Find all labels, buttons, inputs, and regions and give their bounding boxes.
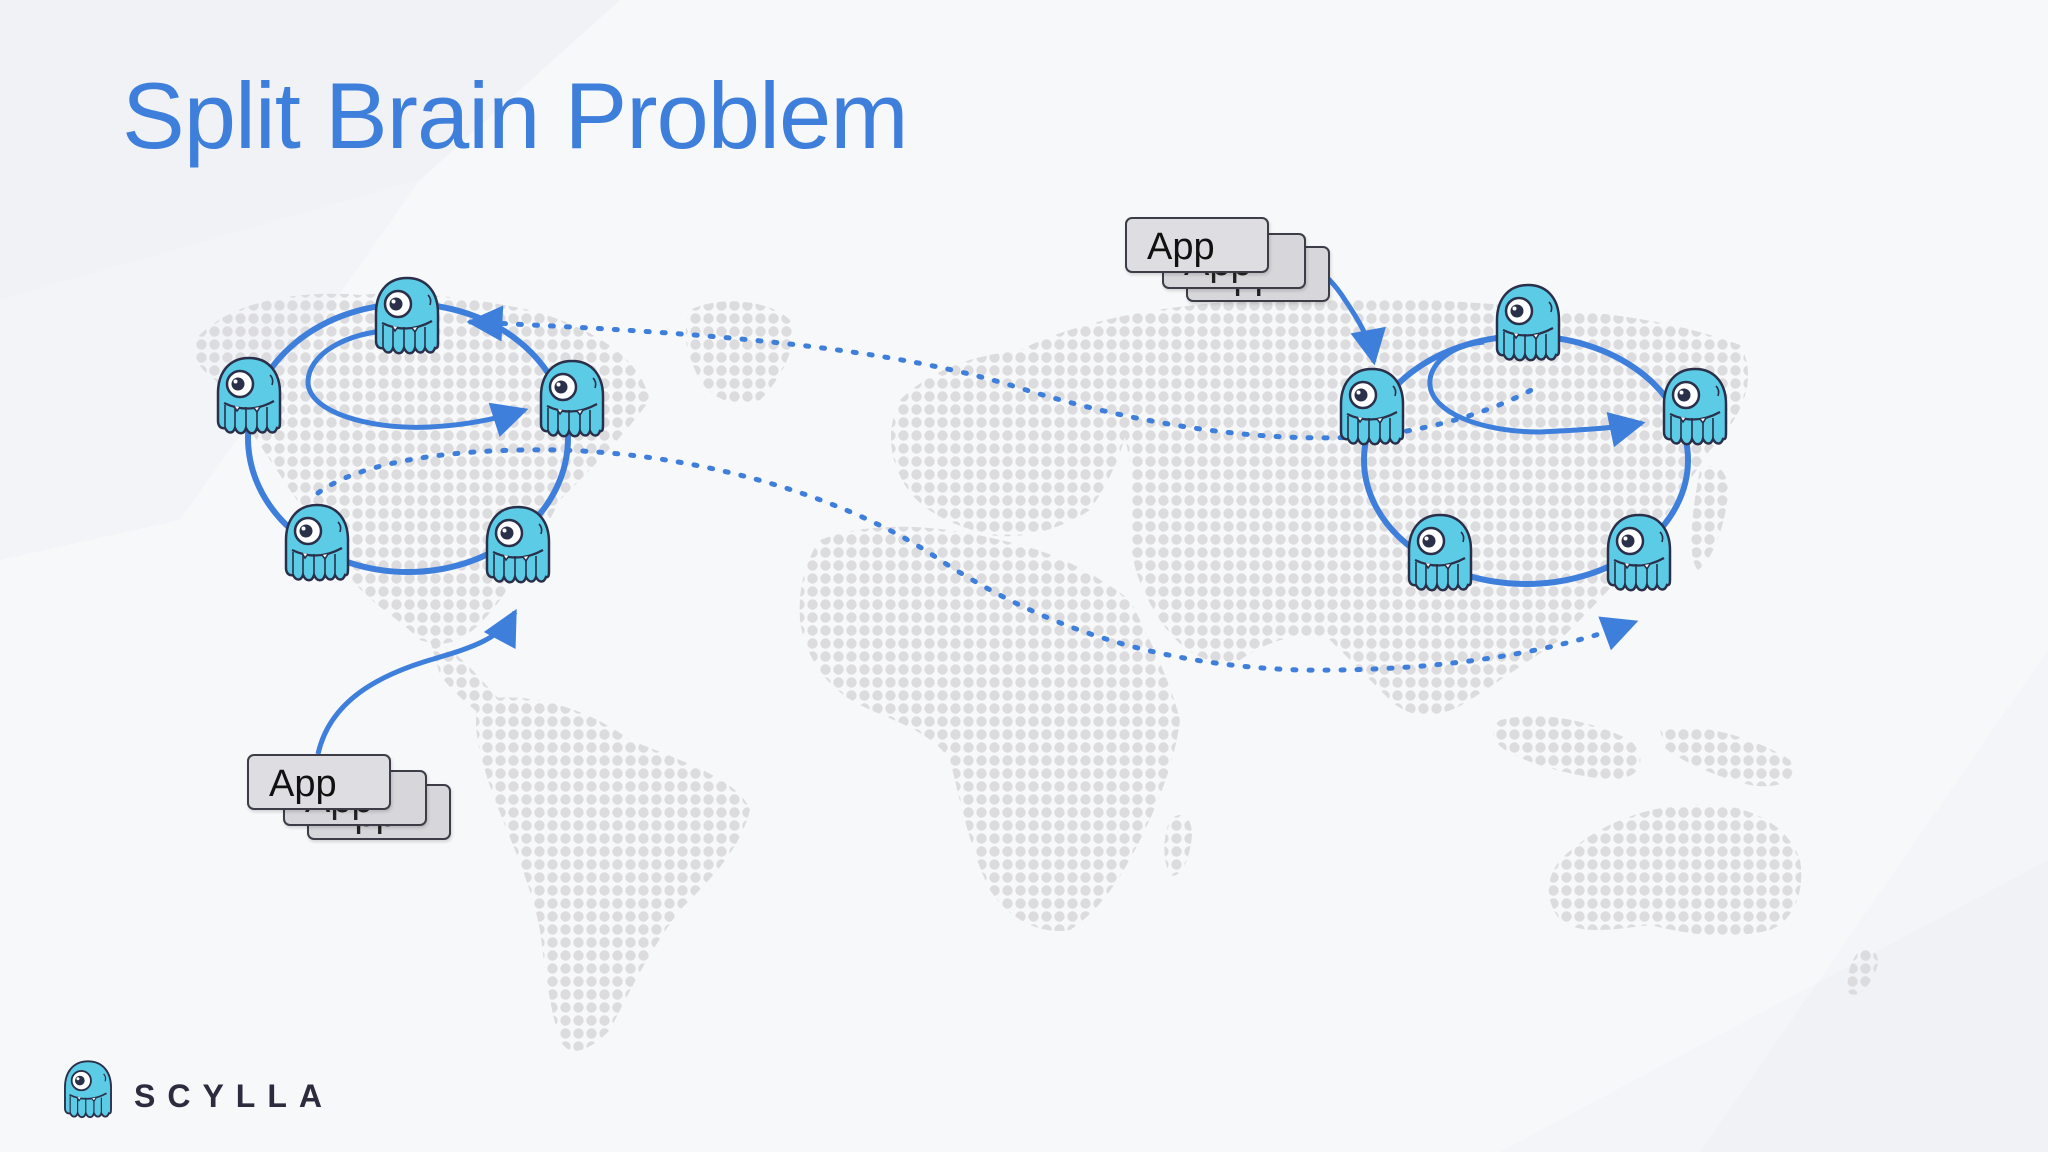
replication-link-upper xyxy=(466,305,1378,441)
left-node-bottom-right xyxy=(485,505,551,584)
right-node-right xyxy=(1662,367,1728,446)
left-cluster-rotation-arrow xyxy=(305,327,529,438)
right-node-bottom-right xyxy=(1606,513,1672,592)
right-app-box: App xyxy=(1125,217,1269,273)
left-node-bottom-left xyxy=(284,503,350,582)
left-node-right xyxy=(539,359,605,438)
left-app-label: App xyxy=(269,763,337,805)
right-cluster-rotation-arrow xyxy=(1427,339,1646,448)
left-app-box: App xyxy=(247,754,391,810)
left-app-arrow xyxy=(315,608,518,755)
scylla-logo-icon xyxy=(64,1060,112,1119)
scylla-brand: SCYLLA xyxy=(62,1058,362,1128)
left-node-top xyxy=(374,276,440,355)
right-node-top xyxy=(1495,283,1561,362)
right-node-left xyxy=(1339,367,1405,446)
brand-name: SCYLLA xyxy=(134,1078,334,1114)
slide-title: Split Brain Problem xyxy=(122,63,909,168)
world-map xyxy=(193,293,1878,1051)
left-node-left xyxy=(216,356,282,435)
right-node-bottom-left xyxy=(1407,513,1473,592)
right-app-label: App xyxy=(1147,226,1215,268)
replication-link-lower xyxy=(315,447,1639,673)
